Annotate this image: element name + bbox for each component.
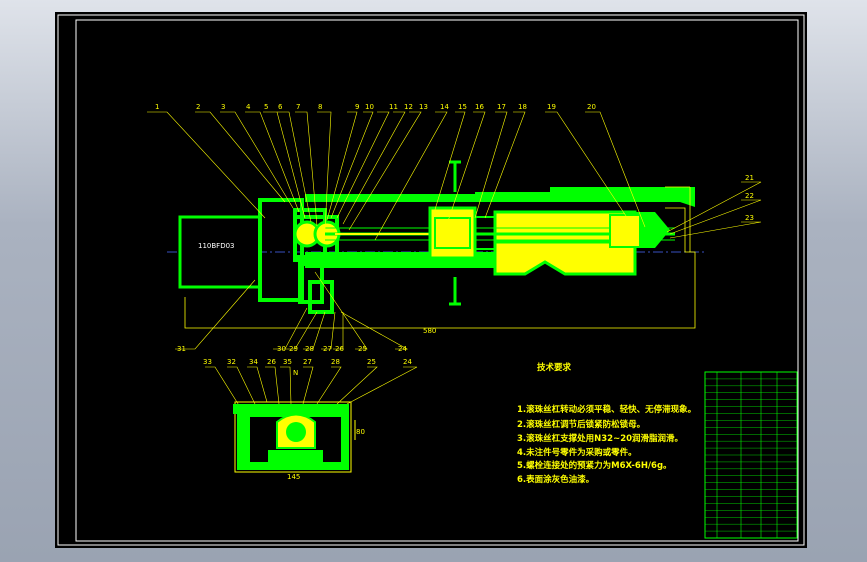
balloon-leaders bbox=[147, 111, 762, 350]
technical-notes: 技术要求 1.滚珠丝杠转动必须平稳、轻快、无停滞现象。 2.滚珠丝杠调节后锁紧防… bbox=[517, 362, 696, 485]
balloon-16: 16 bbox=[475, 103, 484, 111]
sec-balloon-25: 25 bbox=[367, 358, 376, 366]
balloon-23: 23 bbox=[745, 214, 754, 222]
balloon-4: 4 bbox=[246, 103, 251, 111]
title-block bbox=[704, 371, 798, 539]
balloon-29: 29 bbox=[289, 345, 298, 353]
upper-rail bbox=[305, 187, 695, 207]
sec-balloon-26: 26 bbox=[267, 358, 276, 366]
dim-n: N bbox=[293, 369, 298, 377]
balloon-30: 30 bbox=[277, 345, 286, 353]
dim-side: 80 bbox=[356, 428, 365, 436]
bottom-balloons: 31 30 29 28 27 26 25 24 bbox=[177, 345, 407, 353]
balloon-14: 14 bbox=[440, 103, 449, 111]
sec-balloon-34: 34 bbox=[249, 358, 258, 366]
assembly-drawing: 110BFD03 580 bbox=[57, 14, 805, 546]
balloon-12: 12 bbox=[404, 103, 413, 111]
sec-balloon-24: 24 bbox=[403, 358, 412, 366]
note-3: 3.滚珠丝杠支撑处用N32~20润滑脂润滑。 bbox=[517, 433, 683, 444]
motor-housing: 110BFD03 bbox=[178, 215, 262, 289]
note-1: 1.滚珠丝杠转动必须平稳、轻快、无停滞现象。 bbox=[517, 404, 696, 415]
sec-balloon-32: 32 bbox=[227, 358, 236, 366]
balloon-26: 26 bbox=[335, 345, 344, 353]
balloon-6: 6 bbox=[278, 103, 283, 111]
outer-frame bbox=[57, 14, 805, 546]
balloon-24: 24 bbox=[398, 345, 407, 353]
balloon-13: 13 bbox=[419, 103, 428, 111]
balloon-28: 28 bbox=[305, 345, 314, 353]
notes-title: 技术要求 bbox=[537, 362, 572, 373]
balloon-17: 17 bbox=[497, 103, 506, 111]
inner-frame bbox=[75, 19, 799, 542]
balloon-31: 31 bbox=[177, 345, 186, 353]
balloon-9: 9 bbox=[355, 103, 359, 111]
dim-section: 145 bbox=[287, 473, 300, 481]
top-balloons: 1 2 3 4 5 6 7 8 9 10 11 12 13 14 15 16 1… bbox=[155, 103, 596, 111]
end-cap bbox=[609, 212, 670, 248]
balloon-21: 21 bbox=[745, 174, 754, 182]
sec-balloon-27: 27 bbox=[303, 358, 312, 366]
right-balloons: 21 22 23 bbox=[745, 174, 754, 222]
handwheel bbox=[449, 160, 461, 306]
sec-balloon-35: 35 bbox=[283, 358, 292, 366]
cad-viewport[interactable]: 110BFD03 580 bbox=[55, 12, 807, 548]
balloon-20: 20 bbox=[587, 103, 596, 111]
note-4: 4.未注件号零件为采购或零件。 bbox=[517, 447, 637, 458]
section-view: 33 32 34 26 35 27 28 25 24 145 80 N bbox=[203, 358, 418, 481]
note-2: 2.滚珠丝杠调节后锁紧防松锁母。 bbox=[517, 419, 645, 430]
balloon-18: 18 bbox=[518, 103, 527, 111]
sec-balloon-28: 28 bbox=[331, 358, 340, 366]
balloon-3: 3 bbox=[221, 103, 225, 111]
balloon-2: 2 bbox=[196, 103, 200, 111]
balloon-11: 11 bbox=[389, 103, 398, 111]
balloon-25: 25 bbox=[358, 345, 367, 353]
balloon-10: 10 bbox=[365, 103, 374, 111]
balloon-15: 15 bbox=[458, 103, 467, 111]
balloon-5: 5 bbox=[264, 103, 268, 111]
balloon-19: 19 bbox=[547, 103, 556, 111]
part-code-label: 110BFD03 bbox=[198, 242, 235, 250]
dim-overall: 580 bbox=[423, 327, 436, 335]
note-6: 6.表面涂灰色油漆。 bbox=[517, 474, 594, 485]
note-5: 5.螺栓连接处的预紧力为M6X-6H/6g。 bbox=[517, 460, 672, 471]
balloon-8: 8 bbox=[318, 103, 322, 111]
balloon-22: 22 bbox=[745, 192, 754, 200]
balloon-7: 7 bbox=[296, 103, 300, 111]
balloon-1: 1 bbox=[155, 103, 159, 111]
balloon-27: 27 bbox=[323, 345, 332, 353]
envelope-outline bbox=[184, 207, 696, 329]
sec-balloon-33: 33 bbox=[203, 358, 212, 366]
